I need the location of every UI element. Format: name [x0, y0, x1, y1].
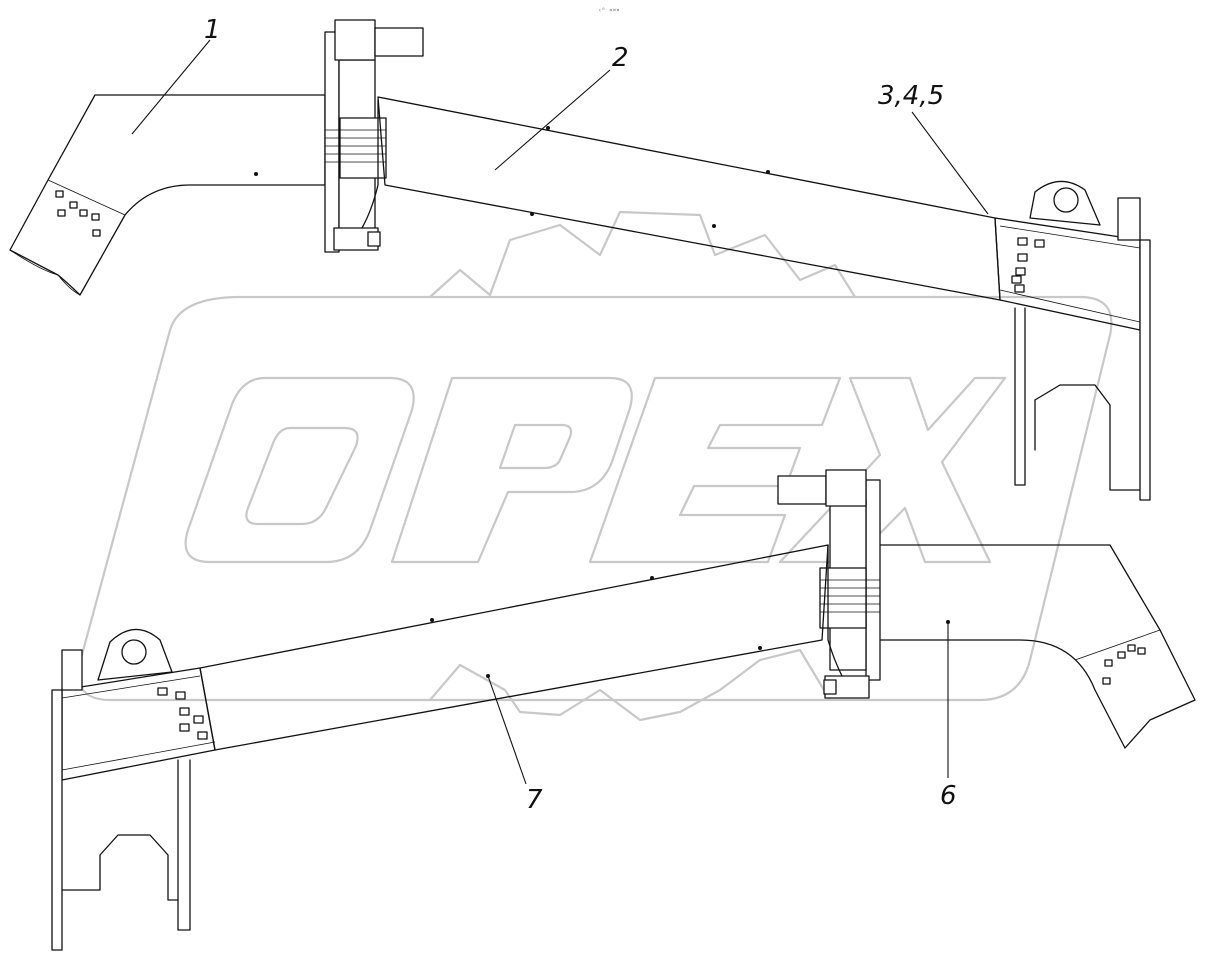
part-2-tube [377, 96, 1001, 301]
callout-3-4-5-label: 3,4,5 [878, 81, 944, 111]
part-1-break-curve [9, 249, 81, 296]
callout-6: 6 [940, 622, 957, 811]
part-3-4-5-bolts [1011, 237, 1045, 293]
watermark-letter-o [184, 376, 415, 564]
watermark-gear-top [429, 210, 856, 298]
callout-7: 7 [487, 675, 543, 815]
part-3-4-5-bracket [994, 180, 1151, 501]
part-1-break-line [47, 179, 126, 216]
watermark-letter-e [588, 376, 842, 564]
callouts: 1 2 3,4,5 6 7 [131, 15, 989, 815]
header-tiny-mark: ‹⁰ ¤¤¤ [598, 7, 620, 14]
lower-flange [777, 469, 881, 699]
callout-7-label: 7 [526, 785, 543, 815]
watermark-letter-p [390, 376, 633, 564]
callout-2: 2 [494, 43, 629, 171]
part-1-bolts [55, 190, 101, 237]
part-1-point [254, 172, 258, 176]
callout-1-label: 1 [204, 15, 221, 45]
watermark-gear-bottom [429, 648, 831, 722]
part-6-housing [869, 544, 1196, 749]
callout-6-label: 6 [940, 781, 957, 811]
upper-assembly [9, 19, 1151, 501]
part-7-tube [199, 544, 829, 751]
callout-1: 1 [131, 15, 221, 135]
part-7-seam-points [430, 576, 762, 678]
lower-assembly [51, 469, 1196, 951]
upper-flange [324, 19, 424, 253]
part-6-bolts [1102, 644, 1146, 685]
lower-bracket-bolts [157, 687, 208, 740]
callout-2-label: 2 [612, 43, 629, 73]
watermark [77, 210, 1113, 722]
callout-3-4-5: 3,4,5 [878, 81, 989, 215]
watermark-letter-x [778, 376, 1007, 564]
lower-end-bracket [51, 628, 216, 951]
part-2-seam-points [530, 126, 770, 228]
